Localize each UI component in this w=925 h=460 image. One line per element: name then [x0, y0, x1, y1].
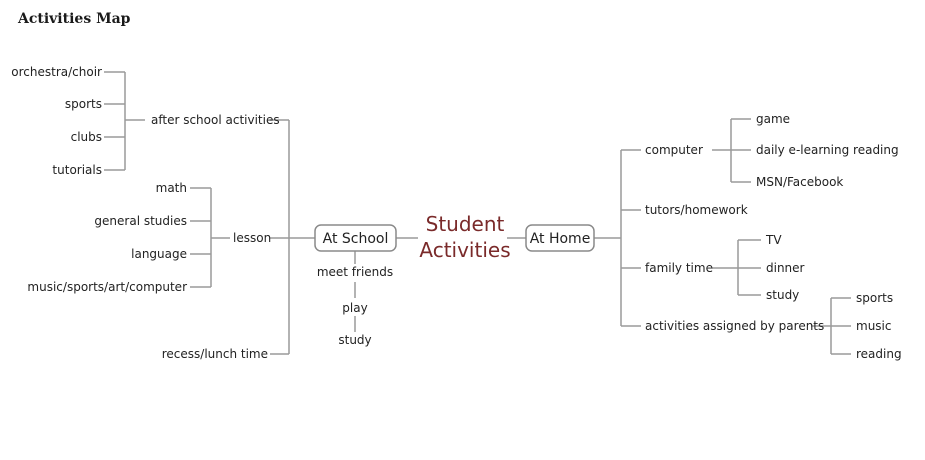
center-title-line2: Activities — [419, 238, 510, 262]
lesson-node: lesson — [233, 231, 271, 245]
computer-item: game — [756, 112, 790, 126]
at-home-node: At Home — [530, 231, 591, 247]
lesson-item: math — [156, 181, 187, 195]
page-title: Activities Map — [18, 11, 131, 27]
computer-node: computer — [645, 143, 703, 157]
school-chain-item: play — [342, 301, 367, 315]
connector-lines — [104, 71, 851, 355]
center-title-line1: Student — [426, 212, 505, 236]
at-school-node-box — [314, 224, 397, 252]
at-school-node: At School — [323, 231, 389, 247]
after-school-activities-node: after school activities — [151, 113, 280, 127]
school-chain-item: study — [338, 333, 371, 347]
lesson-item: music/sports/art/computer — [27, 280, 187, 294]
after-school-item: orchestra/choir — [11, 65, 102, 79]
computer-item: daily e-learning reading — [756, 143, 899, 157]
parents-activities-node: activities assigned by parents — [645, 319, 824, 333]
recess-lunch-node: recess/lunch time — [162, 347, 268, 361]
parents-activities-item: music — [856, 319, 891, 333]
family-time-node: family time — [645, 261, 713, 275]
after-school-item: sports — [65, 97, 102, 111]
after-school-item: tutorials — [52, 163, 102, 177]
lesson-item: language — [131, 247, 187, 261]
school-chain-item: meet friends — [317, 265, 393, 279]
family-time-item: TV — [765, 233, 782, 247]
family-time-item: dinner — [766, 261, 805, 275]
parents-activities-item: reading — [856, 347, 902, 361]
family-time-item: study — [766, 288, 799, 302]
at-home-node-box — [525, 224, 595, 252]
parents-activities-item: sports — [856, 291, 893, 305]
after-school-item: clubs — [71, 130, 102, 144]
lesson-item: general studies — [94, 214, 187, 228]
computer-item: MSN/Facebook — [756, 175, 843, 189]
tutors-homework-node: tutors/homework — [645, 203, 748, 217]
